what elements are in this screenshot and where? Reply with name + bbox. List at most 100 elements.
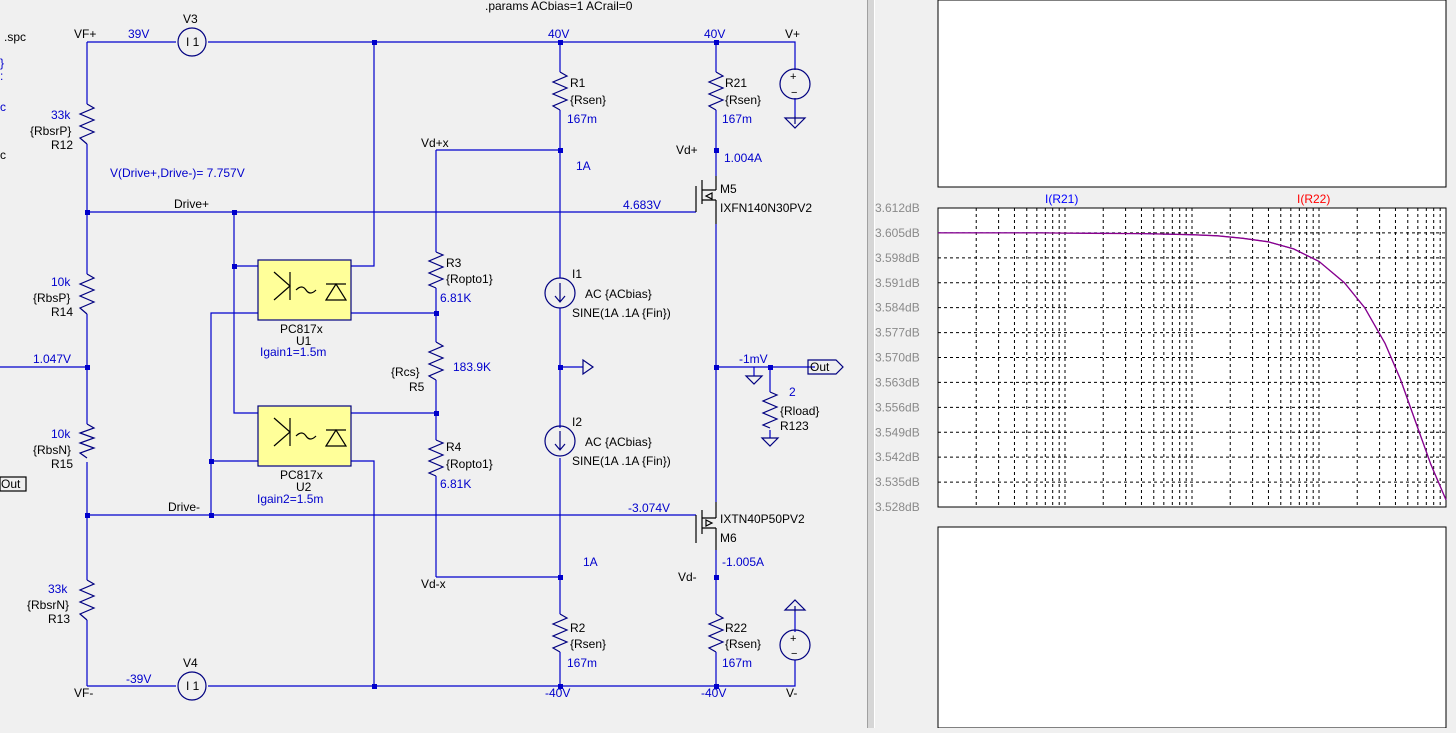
r123-value: 2 xyxy=(789,385,796,399)
y-tick-label: 3.549dB xyxy=(875,425,920,439)
current-source-i2[interactable] xyxy=(544,425,576,457)
m5-name: M5 xyxy=(720,182,737,196)
u1-part: PC817x xyxy=(280,322,323,336)
voltage-40v-a: 40V xyxy=(548,27,569,41)
left-edge-text-3: c xyxy=(0,100,6,114)
wires xyxy=(0,41,815,687)
u1-name: U1 xyxy=(296,334,312,348)
resistor-r15 xyxy=(78,423,96,459)
r13-name: R13 xyxy=(48,612,70,626)
r22-param: {Rsen} xyxy=(725,637,761,651)
svg-text:Out: Out xyxy=(810,360,830,374)
optocoupler-u1[interactable] xyxy=(257,259,352,321)
r1-name: R1 xyxy=(570,76,586,90)
r13-value: 33k xyxy=(48,582,68,596)
y-tick-label: 3.528dB xyxy=(875,500,920,514)
voltage-source-vminus[interactable]: + − xyxy=(779,599,811,661)
u2-gain: Igain2=1.5m xyxy=(257,492,323,506)
y-tick-label: 3.535dB xyxy=(875,475,920,489)
r123-param: {Rload} xyxy=(780,404,819,418)
resistor-r2 xyxy=(551,613,569,653)
plot-pane-middle[interactable]: 3.612dB3.605dB3.598dB3.591dB3.584dB3.577… xyxy=(875,192,1447,514)
out-port-left[interactable]: Out xyxy=(0,476,27,492)
source-v3[interactable]: I 1 xyxy=(177,27,207,57)
r4-value: 6.81K xyxy=(440,477,471,491)
r4-name: R4 xyxy=(446,440,462,454)
r14-value: 10k xyxy=(51,275,71,289)
r21-param: {Rsen} xyxy=(725,93,761,107)
resistor-r5 xyxy=(427,341,445,381)
u2-part: PC817x xyxy=(280,468,323,482)
label-v4: V4 xyxy=(183,656,198,670)
params-directive[interactable]: .params ACbias=1 ACrail=0 xyxy=(485,0,633,13)
label-v3: V3 xyxy=(183,12,198,26)
out-port[interactable]: Out xyxy=(807,359,844,375)
r14-param: {RbsP} xyxy=(33,291,70,305)
svg-text:−: − xyxy=(791,648,797,660)
r3-name: R3 xyxy=(446,256,462,270)
r2-param: {Rsen} xyxy=(570,637,606,651)
trace-label-i-r21[interactable]: I(R21) xyxy=(1045,192,1078,206)
r5-param: {Rcs} xyxy=(391,365,420,379)
node-v-plus: V+ xyxy=(785,27,800,41)
node-v-minus: V- xyxy=(786,686,797,700)
current-1004: 1.004A xyxy=(724,151,762,165)
u2-name: U2 xyxy=(296,480,312,494)
y-tick-label: 3.577dB xyxy=(875,326,920,340)
r3-param: {Ropto1} xyxy=(446,272,493,286)
schematic-canvas[interactable]: I 1 I 1 + − + − Out Out xyxy=(0,0,867,728)
mosfet-m5[interactable] xyxy=(695,176,717,224)
current-source-i1[interactable] xyxy=(544,277,576,309)
trace-ir22[interactable] xyxy=(938,232,1447,501)
optocoupler-u2[interactable] xyxy=(257,405,352,467)
r12-value: 33k xyxy=(51,108,71,122)
left-edge-text-2: : xyxy=(0,69,3,83)
r22-value: 167m xyxy=(722,656,752,670)
r13-param: {RbsrN} xyxy=(27,598,69,612)
y-tick-label: 3.598dB xyxy=(875,251,920,265)
r15-name: R15 xyxy=(51,457,73,471)
plot-canvas[interactable]: 3.612dB3.605dB3.598dB3.591dB3.584dB3.577… xyxy=(875,0,1456,729)
mosfet-m6[interactable] xyxy=(695,502,717,550)
voltage-1047: 1.047V xyxy=(33,352,71,366)
i1-sine: SINE(1A .1A {Fin}) xyxy=(572,306,671,320)
r5-value: 183.9K xyxy=(453,360,491,374)
r2-value: 167m xyxy=(567,656,597,670)
trace-label-i-r22[interactable]: I(R22) xyxy=(1297,192,1330,206)
node-vd-plus: Vd+ xyxy=(676,143,698,157)
m5-part: IXFN140N30PV2 xyxy=(720,201,812,215)
m6-part: IXTN40P50PV2 xyxy=(720,512,805,526)
schematic-editor[interactable]: I 1 I 1 + − + − Out Out xyxy=(0,0,867,728)
resistor-r22 xyxy=(707,613,725,653)
r12-name: R12 xyxy=(51,138,73,152)
voltage-source-vplus[interactable]: + − xyxy=(779,68,811,129)
r21-name: R21 xyxy=(725,76,747,90)
svg-text:I 1: I 1 xyxy=(186,679,200,693)
node-drive-plus: Drive+ xyxy=(174,197,209,211)
source-v4[interactable]: I 1 xyxy=(177,671,207,701)
drive-measurement: V(Drive+,Drive-)= 7.757V xyxy=(110,166,245,180)
r1-param: {Rsen} xyxy=(570,93,606,107)
node-drive-minus: Drive- xyxy=(168,500,200,514)
junctions xyxy=(85,40,773,689)
left-edge-text-4: c xyxy=(0,148,6,162)
plot-pane-bottom[interactable] xyxy=(937,526,1447,729)
plot-pane-top[interactable] xyxy=(937,0,1447,188)
resistor-r4 xyxy=(427,439,445,477)
r21-value: 167m xyxy=(722,112,752,126)
resistors[interactable] xyxy=(78,71,779,653)
node-vd-minus: Vd- xyxy=(678,570,697,584)
resistor-r123 xyxy=(761,391,779,429)
node-vd-minus-x: Vd-x xyxy=(421,577,446,591)
r123-name: R123 xyxy=(780,419,809,433)
svg-text:I 1: I 1 xyxy=(186,35,200,49)
y-tick-label: 3.570dB xyxy=(875,351,920,365)
y-tick-label: 3.605dB xyxy=(875,226,920,240)
r15-value: 10k xyxy=(51,427,71,441)
current-1a-top: 1A xyxy=(576,159,591,173)
r4-param: {Ropto1} xyxy=(446,457,493,471)
voltage-m39v: -39V xyxy=(126,672,151,686)
node-vf-minus: VF- xyxy=(74,686,93,700)
pane-splitter[interactable] xyxy=(867,0,875,728)
